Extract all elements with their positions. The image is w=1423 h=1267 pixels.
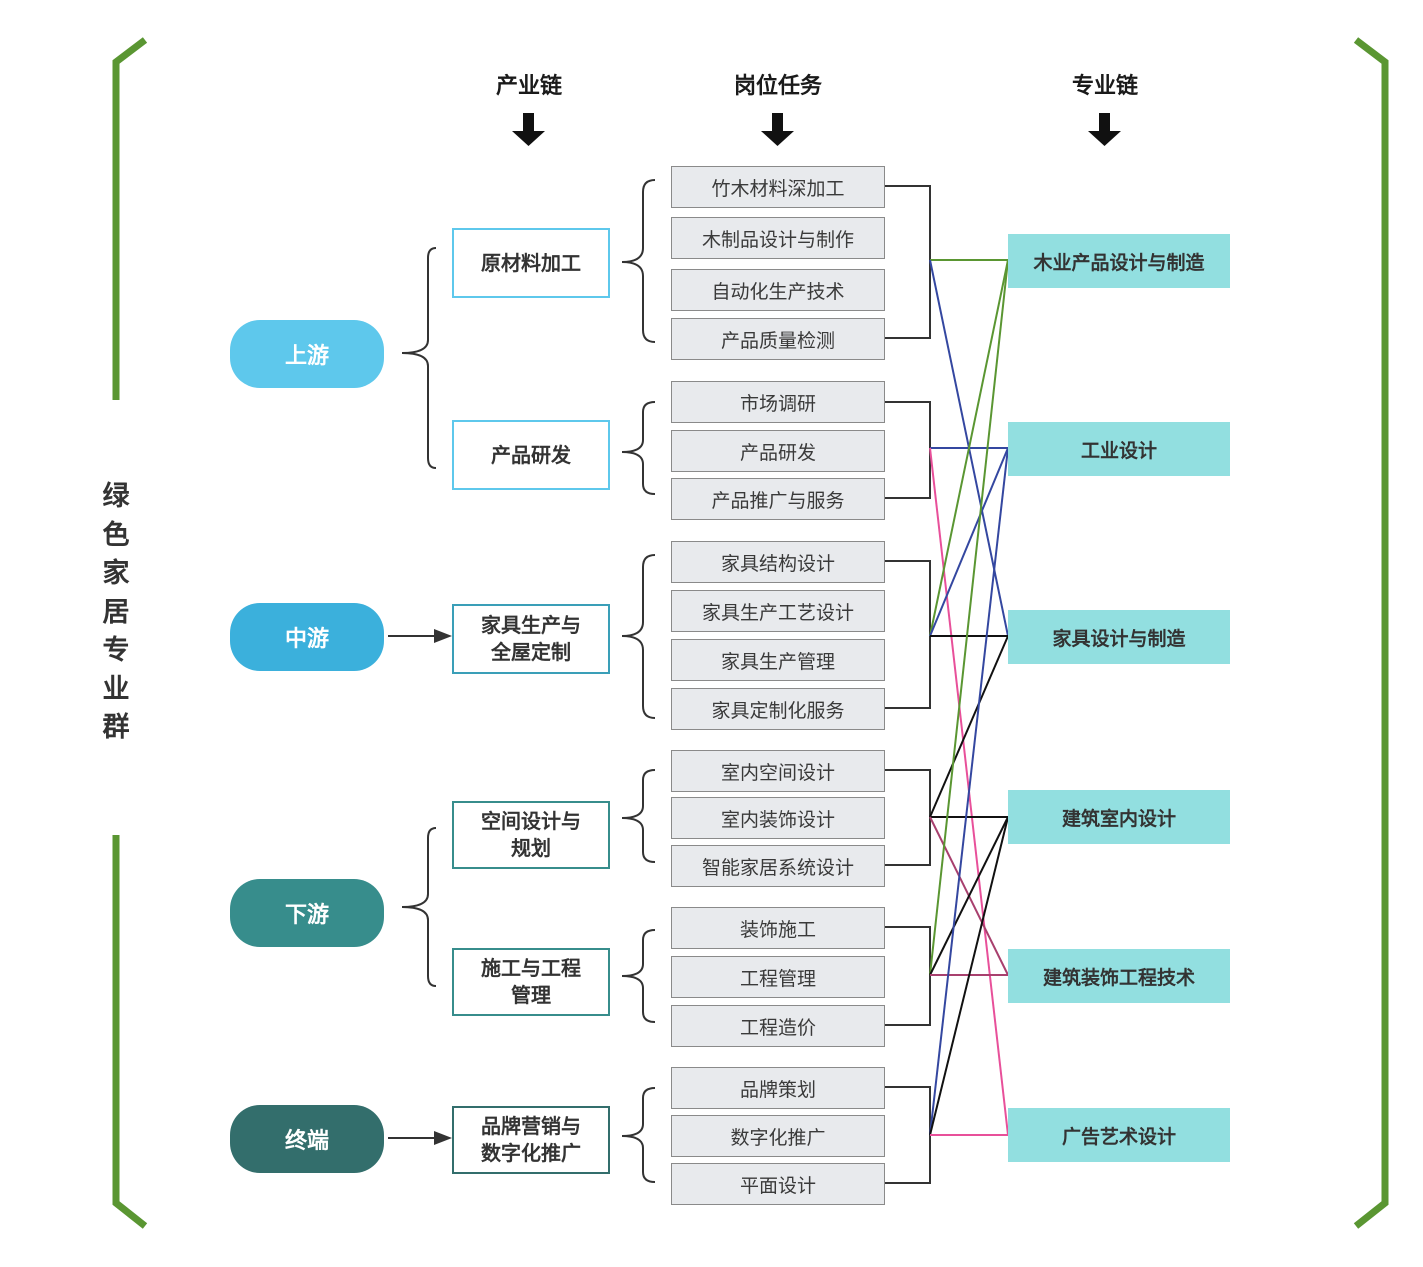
major-decoration-engineering: 建筑装饰工程技术 [1008, 949, 1230, 1003]
task-bracket-rnd [884, 401, 931, 499]
task-item: 市场调研 [671, 381, 885, 423]
frame-bracket-left-bottom [112, 835, 148, 1229]
task-item: 木制品设计与制作 [671, 217, 885, 259]
segment-label-line: 品牌营销与 [481, 1114, 581, 1138]
segment-label-line: 全屋定制 [491, 640, 571, 664]
group-title-char: 色 [102, 519, 130, 551]
brace-space [621, 769, 656, 863]
brace-furniture [621, 554, 656, 719]
header-major-chain: 专业链 [1071, 74, 1138, 99]
link-construction-to-interior [929, 816, 1009, 976]
link-brand-to-industrial [929, 447, 1009, 1136]
task-item: 工程造价 [671, 1005, 885, 1047]
task-item: 家具生产工艺设计 [671, 590, 885, 632]
segment-label-line: 数字化推广 [481, 1141, 581, 1165]
segment-furniture-production: 家具生产与 全屋定制 [452, 604, 610, 674]
task-item: 品牌策划 [671, 1067, 885, 1109]
task-item: 家具定制化服务 [671, 688, 885, 730]
segment-label-line: 施工与工程 [481, 956, 581, 980]
brace-downstream [401, 827, 437, 987]
header-job-tasks: 岗位任务 [733, 74, 822, 99]
arrow-down-icon [1088, 113, 1121, 146]
brace-upstream [401, 247, 437, 469]
link-construction-to-wood [929, 259, 1009, 976]
brace-construction [621, 929, 656, 1023]
stage-terminal: 终端 [230, 1105, 384, 1173]
segment-label: 产品研发 [491, 442, 571, 467]
task-item: 智能家居系统设计 [671, 845, 885, 887]
brace-rnd [621, 401, 656, 495]
stage-upstream: 上游 [230, 320, 384, 388]
segment-construction: 施工与工程 管理 [452, 948, 610, 1016]
major-furniture-design: 家具设计与制造 [1008, 610, 1230, 664]
task-item: 装饰施工 [671, 907, 885, 949]
link-space-to-furniture_design [929, 635, 1009, 818]
task-bracket-space [884, 769, 931, 866]
arrow-down-icon [761, 113, 794, 146]
task-item: 产品质量检测 [671, 318, 885, 360]
task-item: 家具生产管理 [671, 639, 885, 681]
segment-label-line: 空间设计与 [481, 809, 581, 833]
brace-brand [621, 1087, 656, 1183]
task-item: 自动化生产技术 [671, 269, 885, 311]
segment-label: 原材料加工 [481, 250, 581, 275]
segment-brand-marketing: 品牌营销与 数字化推广 [452, 1106, 610, 1174]
task-item: 平面设计 [671, 1163, 885, 1205]
link-brand-to-interior [929, 816, 1009, 1136]
task-item: 工程管理 [671, 956, 885, 998]
task-item: 数字化推广 [671, 1115, 885, 1157]
segment-label-line: 家具生产与 [481, 613, 581, 637]
stage-midstream: 中游 [230, 603, 384, 671]
major-industrial-design: 工业设计 [1008, 422, 1230, 476]
link-furniture-to-wood [929, 259, 1009, 637]
task-bracket-furniture [884, 560, 931, 709]
arrow-down-icon [512, 113, 545, 146]
group-title: 绿色家居专业群 [98, 478, 134, 748]
link-furniture-to-industrial [929, 447, 1009, 637]
group-title-char: 家 [102, 558, 130, 589]
task-bracket-construction [884, 926, 931, 1026]
frame-bracket-right [1353, 37, 1389, 1229]
task-item: 家具结构设计 [671, 541, 885, 583]
task-item: 竹木材料深加工 [671, 166, 885, 208]
group-title-char: 群 [102, 712, 130, 743]
task-item: 室内装饰设计 [671, 797, 885, 839]
segment-space-design: 空间设计与 规划 [452, 801, 610, 869]
group-title-char: 业 [102, 673, 130, 705]
segment-raw-materials: 原材料加工 [452, 228, 610, 298]
task-bracket-brand [884, 1086, 931, 1184]
arrow-midstream [388, 629, 452, 643]
group-title-char: 居 [102, 596, 130, 628]
group-title-char: 专 [102, 635, 130, 666]
segment-label-line: 规划 [511, 836, 551, 860]
task-item: 产品推广与服务 [671, 478, 885, 520]
task-item: 产品研发 [671, 430, 885, 472]
major-links [929, 259, 1009, 1136]
major-interior-design: 建筑室内设计 [1008, 790, 1230, 844]
header-industry-chain: 产业链 [495, 74, 562, 99]
task-item: 室内空间设计 [671, 750, 885, 792]
arrow-terminal [388, 1131, 452, 1145]
group-title-char: 绿 [102, 481, 130, 512]
task-bracket-raw [884, 185, 931, 339]
stage-downstream: 下游 [230, 879, 384, 947]
major-advertising-design: 广告艺术设计 [1008, 1108, 1230, 1162]
brace-raw [621, 179, 656, 343]
segment-product-rnd: 产品研发 [452, 420, 610, 490]
major-wood-products: 木业产品设计与制造 [1008, 234, 1230, 288]
segment-label-line: 管理 [511, 983, 551, 1007]
frame-bracket-left-top [112, 37, 148, 400]
